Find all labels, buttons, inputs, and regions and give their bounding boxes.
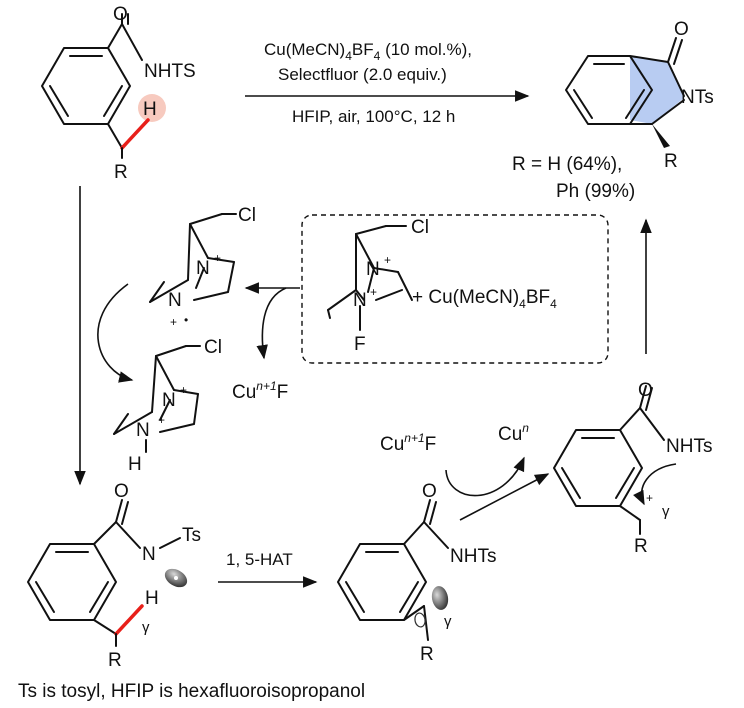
carbocation (553, 385, 665, 535)
cr-gamma: γ (444, 613, 452, 630)
cc-gamma: γ (662, 503, 670, 520)
n-radical-cation (149, 213, 237, 303)
cr-nhts: NHTs (450, 546, 496, 567)
conditions-line1: Cu(MeCN)4BF4 (10 mol.%), (264, 40, 472, 63)
sm-nhts: NHTS (144, 61, 196, 82)
sf-plus-bottom: + (370, 285, 377, 299)
hat-label: 1, 5-HAT (226, 550, 293, 569)
cu-f-bottom: Cun+1F (380, 431, 436, 455)
conditions-line2: Selectfluor (2.0 equiv.) (278, 65, 447, 84)
cr-oxygen: O (422, 481, 437, 502)
yield-line1: R = H (64%), (512, 154, 622, 175)
amidyl-radical (27, 499, 188, 647)
product-r: R (664, 151, 678, 172)
pd-cl: Cl (204, 337, 222, 358)
yield-line2: Ph (99%) (556, 181, 635, 202)
sf-plus-top: + (384, 253, 391, 267)
ar-hydrogen: H (145, 588, 159, 609)
arrow-cyclization (633, 463, 677, 506)
product-nts: NTs (681, 87, 714, 108)
ar-ts: Ts (182, 525, 201, 546)
conditions-line3: HFIP, air, 100°C, 12 h (292, 107, 455, 126)
ar-n: N (142, 544, 156, 565)
ar-gamma: γ (142, 619, 150, 636)
cc-nhts: NHTs (666, 436, 712, 457)
sf-n-bottom: N (353, 290, 367, 311)
sm-hydrogen: H (143, 99, 157, 120)
cc-oxygen: O (638, 380, 653, 401)
arrow-radical-to-protonated (97, 283, 134, 383)
cu-n-bottom: Cun (498, 421, 529, 445)
catalyst-label: + Cu(MeCN)4BF4 (412, 287, 557, 311)
arrow-cu-oxidation (445, 456, 525, 497)
cr-r: R (420, 644, 434, 665)
reagent-box (301, 214, 609, 364)
sm-r: R (114, 162, 128, 183)
arrow-radical-to-cation (459, 473, 550, 521)
rc-plus-bottom: + (170, 315, 177, 329)
pd-hydrogen: H (128, 454, 142, 475)
ar-r: R (108, 650, 122, 671)
pd-n-top: N (162, 390, 176, 411)
rc-n-top: N (196, 258, 210, 279)
cu-f-mid: Cun+1F (232, 379, 288, 403)
cc-plus: + (646, 491, 653, 505)
pd-n-bottom: N (136, 420, 150, 441)
rc-radical-dot: • (184, 313, 188, 327)
protonated-dabco (113, 345, 201, 453)
carbon-radical (337, 499, 449, 641)
sf-n-top: N (366, 259, 380, 280)
sm-oxygen: O (113, 4, 128, 25)
ar-oxygen: O (114, 481, 129, 502)
starting-material (41, 13, 166, 159)
product-oxygen: O (674, 19, 689, 40)
sf-fluorine: F (354, 334, 366, 355)
footnote: Ts is tosyl, HFIP is hexafluoroisopropan… (18, 681, 365, 702)
isoindolinone-product (565, 37, 685, 148)
rc-plus-top: + (214, 251, 221, 265)
arrow-to-cu-f (256, 287, 287, 360)
cc-r: R (634, 536, 648, 557)
pd-plus-top: + (180, 383, 187, 397)
pd-plus-bottom: + (158, 413, 165, 427)
sf-cl: Cl (411, 217, 429, 238)
selectfluor (327, 225, 413, 331)
rc-cl: Cl (238, 205, 256, 226)
rc-n-bottom: N (168, 290, 182, 311)
